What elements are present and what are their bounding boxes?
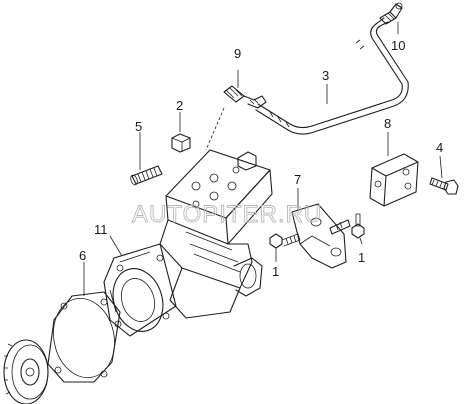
callout-labels: 9 2 5 3 10 8 4 7 1 1 11 6 (79, 38, 443, 279)
gasket-6 (47, 291, 121, 383)
callout-7: 7 (294, 172, 301, 187)
valve-block-8 (369, 153, 419, 207)
callout-6: 6 (79, 248, 86, 263)
bolt-1-lower (269, 233, 301, 249)
callout-8: 8 (384, 116, 391, 131)
nut-2 (171, 133, 191, 153)
stud-5 (130, 165, 163, 186)
drive-gear (3, 339, 49, 404)
callout-10: 10 (391, 38, 405, 53)
callout-4: 4 (436, 140, 443, 155)
compressor-body-11 (103, 149, 273, 337)
callout-5: 5 (135, 119, 142, 134)
callout-3: 3 (322, 68, 329, 83)
bolt-4 (429, 177, 459, 195)
leader-lines (83, 22, 443, 296)
bolt-1-vertical (351, 213, 365, 239)
callout-1-left: 1 (272, 264, 279, 279)
callout-9: 9 (234, 46, 241, 61)
callout-2: 2 (176, 98, 183, 113)
watermark-text: AUTOPITER.RU (132, 201, 322, 228)
air-pipe (255, 17, 409, 135)
bracket-7 (291, 203, 347, 269)
elbow-fitting-9 (223, 85, 267, 109)
bolt-bracket (329, 219, 351, 235)
callout-11: 11 (94, 222, 108, 237)
fitting-10 (379, 2, 403, 25)
callout-1-right: 1 (358, 250, 365, 265)
